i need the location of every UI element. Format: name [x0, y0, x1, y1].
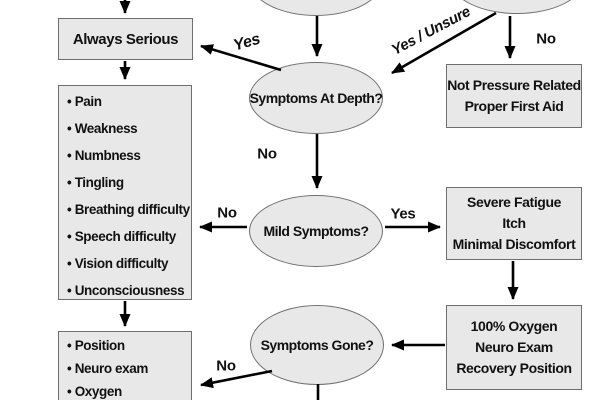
- list-item: Pain: [67, 88, 191, 115]
- list-item: Speech difficulty: [67, 223, 191, 250]
- edge-label-yes-unsure: Yes / Unsure: [388, 3, 474, 59]
- list-item: Minimal Discomfort: [452, 236, 576, 252]
- edge-label-no: No: [536, 30, 556, 48]
- node-symptoms-gone: Symptoms Gone?: [250, 305, 384, 385]
- edge-label-no: No: [216, 357, 236, 375]
- list-item: Numbness: [67, 142, 191, 169]
- node-symptoms-at-depth: Symptoms At Depth?: [249, 62, 383, 134]
- edge-gone-no-to-first-aid: [200, 369, 273, 389]
- node-label: Symptoms Gone?: [260, 337, 374, 353]
- edge-label-yes: Yes: [231, 30, 263, 55]
- list-item: Recovery Position: [456, 360, 572, 376]
- node-label: Symptoms At Depth?: [249, 90, 383, 106]
- edge-label-yes: Yes: [390, 205, 416, 223]
- edge-label-no: No: [217, 204, 237, 222]
- list-item: Neuro exam: [67, 357, 191, 380]
- node-serious-symptoms-list: PainWeaknessNumbnessTinglingBreathing di…: [58, 85, 192, 300]
- node-always-serious: Always Serious: [58, 18, 193, 60]
- list-item: Oxygen: [67, 380, 191, 400]
- node-first-aid-steps-list: PositionNeuro examOxygen: [58, 331, 192, 400]
- list-item: Proper First Aid: [464, 98, 564, 114]
- list-item: Neuro Exam: [475, 339, 553, 355]
- list-item: Position: [67, 334, 191, 357]
- node-label: Always Serious: [72, 30, 179, 48]
- node-top-center-ellipse-partial: [249, 0, 383, 16]
- list-item: Severe Fatigue: [467, 194, 561, 210]
- list-item: Weakness: [67, 115, 191, 142]
- list-item: Breathing difficulty: [67, 196, 191, 223]
- list-item: 100% Oxygen: [470, 318, 558, 334]
- node-mild-symptoms: Mild Symptoms?: [249, 195, 383, 267]
- list-item: Tingling: [67, 169, 191, 196]
- node-label: Mild Symptoms?: [263, 223, 369, 239]
- edge-label-no: No: [257, 145, 277, 163]
- list-item: Itch: [502, 215, 526, 231]
- list-item: Unconsciousness: [67, 277, 191, 304]
- list-item: Vision difficulty: [67, 250, 191, 277]
- list-item: Not Pressure Related: [447, 77, 581, 93]
